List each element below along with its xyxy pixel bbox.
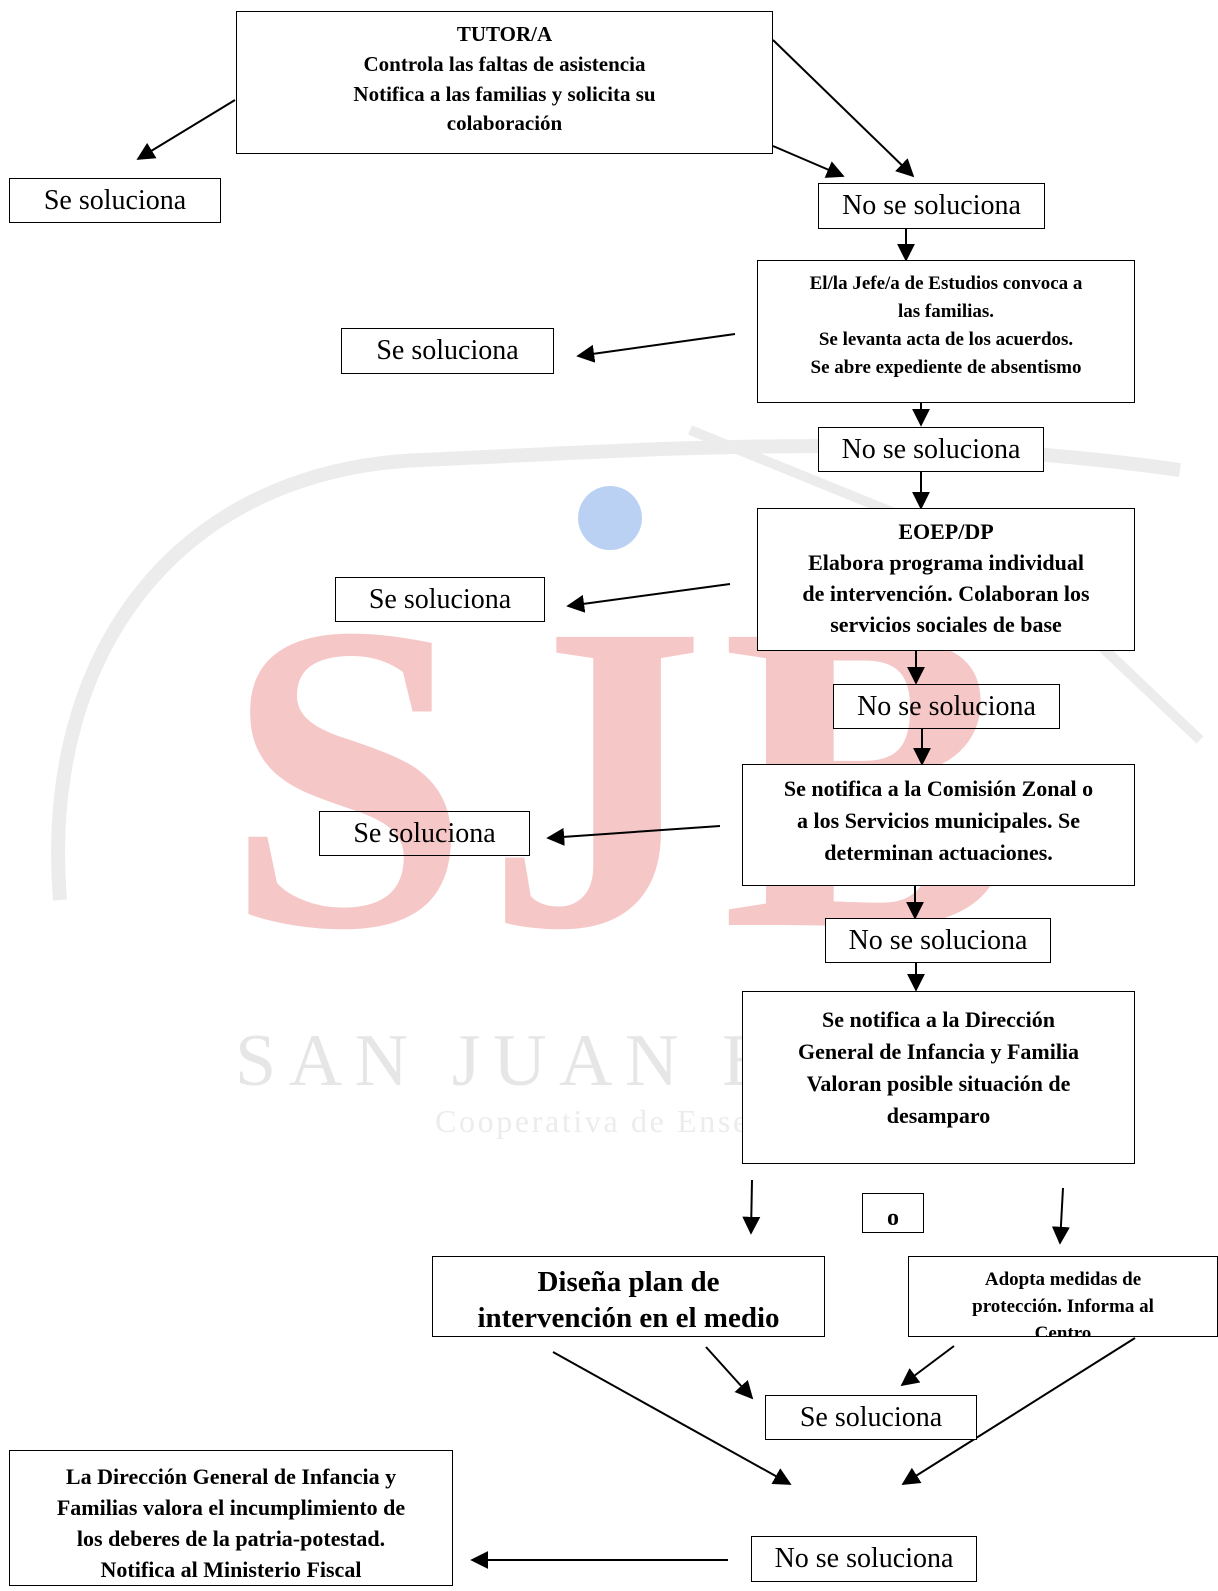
arrow-medidas-to-not-solved: [901, 1337, 1136, 1485]
tutor-box: TUTOR/A Controla las faltas de asistenci…: [236, 11, 773, 154]
fiscal-line-1: La Dirección General de Infancia y: [65, 1464, 397, 1489]
plan-box: Diseña plan de intervención en el medio: [432, 1256, 825, 1337]
jefe-box: El/la Jefe/a de Estudios convoca a las f…: [757, 260, 1135, 403]
medidas-box: Adopta medidas de protección. Informa al…: [908, 1256, 1218, 1337]
comision-line-2: a los Servicios municipales. Se: [797, 808, 1080, 833]
not-solved-box-5: No se soluciona: [751, 1536, 977, 1582]
tutor-line-3: colaboración: [446, 111, 563, 136]
fiscal-box: La Dirección General de Infancia y Famil…: [9, 1450, 453, 1586]
or-box: o: [862, 1193, 924, 1233]
fiscal-line-4: Notifica al Ministerio Fiscal: [100, 1557, 362, 1582]
eoep-box: EOEP/DP Elabora programa individual de i…: [757, 508, 1135, 651]
direccion-line-3: Valoran posible situación de: [806, 1071, 1071, 1096]
direccion-line-4: desamparo: [886, 1103, 991, 1128]
plan-line-2: intervención en el medio: [477, 1302, 780, 1334]
eoep-title: EOEP/DP: [898, 519, 994, 544]
arrow-tutor-to-not-solved-a: [772, 39, 915, 178]
fiscal-line-3: los deberes de la patria-potestad.: [76, 1526, 386, 1551]
arrow-tutor-to-solved: [136, 99, 236, 160]
not-solved-box-4: No se soluciona: [825, 918, 1051, 963]
comision-box: Se notifica a la Comisión Zonal o a los …: [742, 764, 1135, 886]
jefe-line-4: Se abre expediente de absentismo: [810, 357, 1082, 378]
arrow-tutor-to-not-solved-b: [772, 145, 845, 178]
direccion-line-2: General de Infancia y Familia: [797, 1039, 1080, 1064]
solved-box-2: Se soluciona: [341, 328, 554, 374]
jefe-line-1: El/la Jefe/a de Estudios convoca a: [809, 273, 1083, 294]
eoep-line-1: Elabora programa individual: [808, 550, 1084, 575]
medidas-line-1: Adopta medidas de: [984, 1269, 1142, 1290]
arrow-comision-to-solved: [546, 825, 721, 846]
arrow-jefe-to-solved: [576, 333, 736, 363]
tutor-line-1: Controla las faltas de asistencia: [363, 51, 646, 76]
jefe-line-2: las familias.: [897, 301, 995, 322]
arrow-eoep-to-solved: [566, 583, 731, 613]
direccion-line-1: Se notifica a la Dirección: [822, 1007, 1055, 1032]
comision-line-3: determinan actuaciones.: [824, 840, 1053, 865]
plan-line-1: Diseña plan de: [537, 1266, 720, 1298]
tutor-line-2: Notifica a las familias y solicita su: [353, 81, 656, 106]
arrow-direccion-to-plan: [742, 1179, 761, 1235]
arrow-plan-to-solved: [705, 1346, 754, 1400]
solved-box-3: Se soluciona: [335, 577, 545, 622]
jefe-line-3: Se levanta acta de los acuerdos.: [818, 329, 1074, 350]
eoep-line-2: de intervención. Colaboran los: [802, 581, 1090, 606]
fiscal-line-2: Familias valora el incumplimiento de: [56, 1495, 406, 1520]
medidas-line-3: Centro: [1034, 1323, 1092, 1337]
arrow-medidas-to-solved: [900, 1345, 955, 1387]
direccion-box: Se notifica a la Dirección General de In…: [742, 991, 1135, 1164]
arrow-plan-to-not-solved: [552, 1351, 792, 1485]
arrow-direccion-to-medidas: [1051, 1187, 1070, 1245]
comision-line-1: Se notifica a la Comisión Zonal o: [783, 776, 1094, 801]
not-solved-box-2: No se soluciona: [818, 427, 1044, 472]
solved-box-5: Se soluciona: [765, 1395, 977, 1440]
not-solved-box-3: No se soluciona: [833, 684, 1060, 729]
solved-box-1: Se soluciona: [9, 178, 221, 223]
not-solved-box-1: No se soluciona: [818, 183, 1045, 229]
eoep-line-3: servicios sociales de base: [830, 612, 1062, 637]
medidas-line-2: protección. Informa al: [972, 1296, 1154, 1317]
solved-box-4: Se soluciona: [319, 811, 530, 856]
tutor-title: TUTOR/A: [456, 22, 553, 46]
